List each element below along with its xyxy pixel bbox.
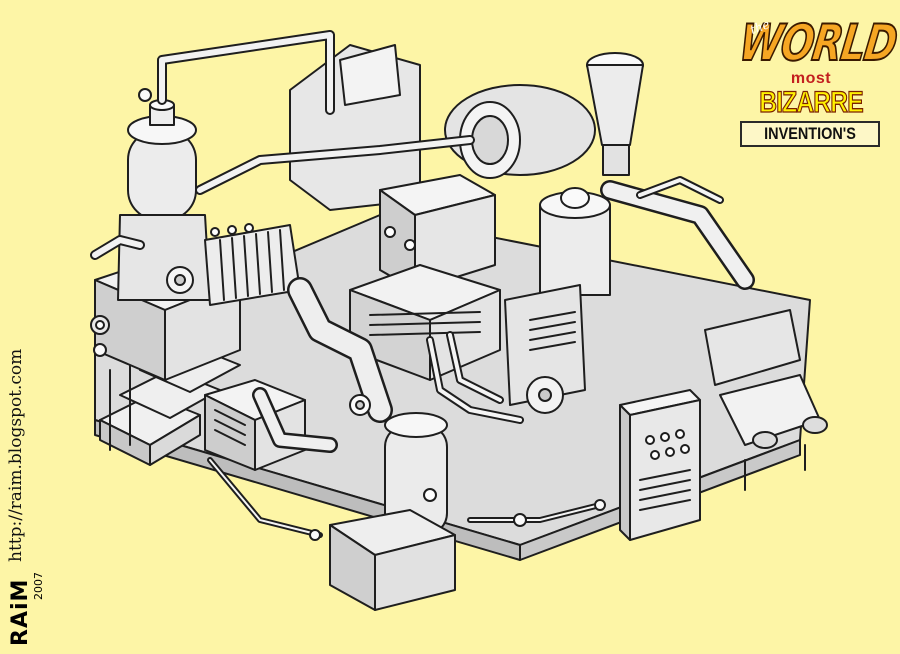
control-console (619, 389, 701, 541)
top-cabinet (289, 44, 421, 211)
lower-boiler (329, 412, 456, 611)
artist-year: 2007 (32, 572, 45, 600)
logo-bizarre-text: BIZARRE (759, 85, 864, 119)
valves (93, 88, 606, 541)
artist-blog-url: http://raim.blogspot.com (6, 348, 26, 562)
right-upper-tank (539, 187, 611, 296)
world-most-bizarre-inventions-logo: WORLD the most BIZARRE INVENTION'S (735, 12, 900, 148)
central-box (379, 174, 496, 291)
funnel (586, 52, 644, 176)
horizontal-drum (444, 84, 596, 179)
vent-cabinet (504, 284, 586, 414)
radiator-block (204, 223, 301, 306)
left-tall-tank (117, 99, 211, 301)
pipe-network (90, 30, 755, 538)
logo-inventions-box: INVENTION'S (740, 121, 880, 147)
logo-most-text: most (790, 70, 832, 87)
logo-inventions-text: INVENTION'S (764, 124, 856, 143)
right-conveyor (704, 309, 828, 491)
artist-signature: RAiM (8, 578, 33, 646)
